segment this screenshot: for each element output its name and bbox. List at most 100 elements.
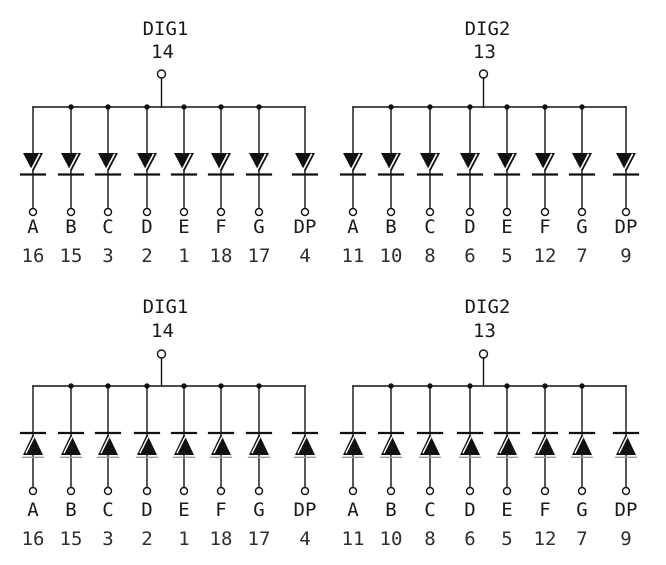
segment-label: C: [424, 216, 435, 238]
segment-label: E: [178, 216, 189, 238]
led-symbol-highlight: [30, 153, 41, 171]
led-symbol-highlight: [139, 436, 149, 454]
segment-column-f: F18: [207, 383, 235, 550]
segment-label: E: [501, 216, 512, 238]
segment-pin-number: 9: [620, 528, 631, 550]
junction-dot: [579, 383, 585, 389]
segment-pin-number: 12: [534, 245, 557, 267]
segment-terminal-circle: [216, 486, 226, 496]
led-symbol-highlight: [144, 153, 155, 171]
common-terminal-circle: [478, 349, 489, 359]
led-symbol-highlight: [251, 436, 261, 454]
segment-column-c: C3: [94, 104, 122, 267]
led-symbol-highlight: [623, 153, 634, 171]
segment-column-f: F 18: [207, 104, 235, 267]
segment-label: DP: [615, 499, 638, 521]
led-symbol-highlight: [574, 436, 584, 454]
segment-column-b: B10: [377, 104, 405, 267]
segment-column-b: B10: [377, 383, 405, 550]
segment-column-d: D2: [133, 383, 161, 550]
led-symbol-highlight: [100, 436, 110, 454]
segment-column-dp: DP 9: [612, 385, 640, 550]
junction-dot: [181, 383, 187, 389]
segment-label: G: [576, 499, 587, 521]
segment-pin-number: 17: [248, 528, 271, 550]
led-symbol-highlight: [427, 153, 438, 171]
segment-label: DP: [294, 216, 317, 238]
junction-dot: [388, 104, 394, 110]
segment-terminal-circle: [103, 207, 113, 217]
common-pin-number: 14: [151, 41, 174, 63]
junction-dot: [467, 104, 473, 110]
segment-pin-number: 11: [342, 528, 365, 550]
segment-column-a: A11: [339, 385, 367, 550]
junction-dot: [542, 383, 548, 389]
segment-label: E: [178, 499, 189, 521]
segment-terminal-circle: [577, 207, 587, 217]
segment-terminal-circle: [142, 486, 152, 496]
segment-terminal-circle: [540, 486, 550, 496]
segment-pin-number: 1: [178, 528, 189, 550]
segment-column-d: D6: [456, 383, 484, 550]
segment-pin-number: 5: [501, 528, 512, 550]
junction-dot: [579, 104, 585, 110]
segment-column-e: E1: [170, 383, 198, 550]
segment-column-a: A11: [339, 106, 367, 267]
junction-dot: [105, 104, 111, 110]
segment-terminal-circle: [425, 486, 435, 496]
segment-column-dp: DP4: [291, 106, 319, 267]
segment-pin-number: 3: [102, 245, 113, 267]
segment-label: A: [27, 499, 39, 521]
segment-label: B: [65, 216, 76, 238]
led-symbol-highlight: [105, 153, 116, 171]
digit-label: DIG1: [143, 296, 189, 318]
led-symbol-highlight: [618, 436, 628, 454]
segment-pin-number: 3: [102, 528, 113, 550]
junction-dot: [504, 383, 510, 389]
segment-terminal-circle: [300, 486, 310, 496]
segment-pin-number: 10: [380, 245, 403, 267]
junction-dot: [504, 104, 510, 110]
segment-pin-number: 9: [620, 245, 631, 267]
led-symbol-highlight: [256, 153, 267, 171]
segment-label: C: [102, 216, 113, 238]
led-symbol-highlight: [422, 436, 432, 454]
junction-dot: [181, 104, 187, 110]
segment-pin-number: 17: [248, 245, 271, 267]
segment-terminal-circle: [386, 207, 396, 217]
segment-terminal-circle: [502, 207, 512, 217]
digit-label: DIG1: [143, 18, 189, 40]
segment-terminal-circle: [142, 207, 152, 217]
segment-label: C: [102, 499, 113, 521]
segment-label: F: [215, 499, 226, 521]
led-symbol-highlight: [579, 153, 590, 171]
segment-terminal-circle: [66, 486, 76, 496]
segment-terminal-circle: [425, 207, 435, 217]
segment-label: D: [141, 499, 152, 521]
led-symbol-highlight: [218, 153, 229, 171]
led-symbol-highlight: [302, 153, 313, 171]
segment-label: G: [576, 216, 587, 238]
segment-terminal-circle: [179, 207, 189, 217]
common-pin-number: 13: [473, 41, 496, 63]
segment-label: DP: [615, 216, 638, 238]
segment-terminal-circle: [502, 486, 512, 496]
segment-label: F: [215, 216, 226, 238]
segment-pin-number: 18: [210, 245, 233, 267]
segment-label: G: [253, 216, 264, 238]
led-symbol-highlight: [213, 436, 223, 454]
segment-terminal-circle: [66, 207, 76, 217]
segment-label: G: [253, 499, 264, 521]
segment-column-dp: DP4: [291, 385, 319, 550]
segment-label: D: [141, 216, 152, 238]
segment-pin-number: 10: [380, 528, 403, 550]
led-symbol-highlight: [542, 153, 553, 171]
led-symbol-highlight: [462, 436, 472, 454]
segment-terminal-circle: [577, 486, 587, 496]
